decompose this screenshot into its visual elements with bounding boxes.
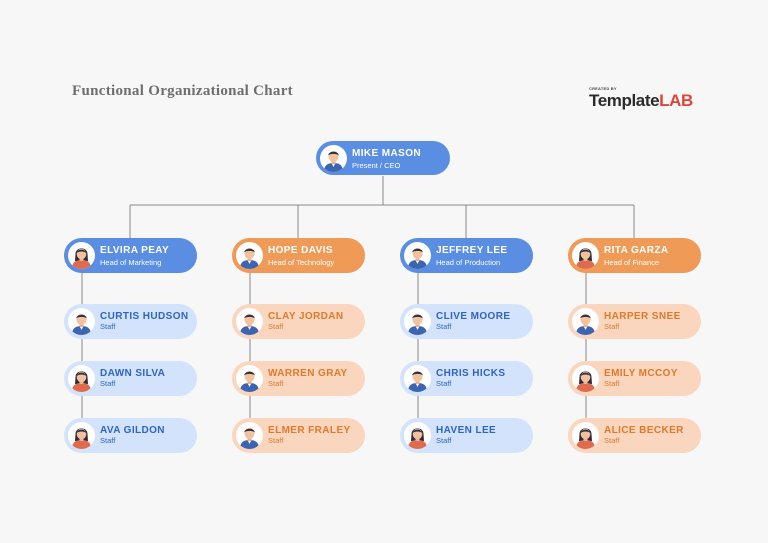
staff-name: HAVEN LEE	[436, 425, 497, 436]
chart-title: Functional Organizational Chart	[72, 83, 293, 99]
department-head-4[interactable]: RITA GARZA Head of Finance	[568, 238, 701, 273]
man-avatar-icon	[236, 422, 263, 449]
woman-avatar-icon	[572, 422, 599, 449]
staff-role: Staff	[604, 436, 620, 445]
ceo-name: MIKE MASON	[352, 148, 421, 159]
staff-name: CURTIS HUDSON	[100, 311, 189, 322]
man-avatar-icon	[404, 365, 431, 392]
staff-name: DAWN SILVA	[100, 368, 166, 379]
woman-avatar-icon	[572, 365, 599, 392]
staff-role: Staff	[604, 322, 620, 331]
department-head-2[interactable]: HOPE DAVIS Head of Technology	[232, 238, 365, 273]
logo-wordmark: TemplateLAB	[589, 91, 693, 110]
man-avatar-icon	[236, 242, 263, 269]
woman-avatar-icon	[68, 242, 95, 269]
logo-created-by: CREATED BY	[589, 86, 617, 91]
staff-name: ELMER FRALEY	[268, 425, 351, 436]
templatelab-logo: CREATED BY TemplateLAB	[589, 86, 693, 111]
staff-name: CHRIS HICKS	[436, 368, 506, 379]
man-avatar-icon	[320, 145, 347, 172]
woman-avatar-icon	[68, 422, 95, 449]
woman-avatar-icon	[68, 365, 95, 392]
man-avatar-icon	[572, 308, 599, 335]
department-head-name: JEFFREY LEE	[436, 245, 508, 256]
department-head-role: Head of Finance	[604, 258, 660, 267]
department-head-role: Head of Marketing	[100, 258, 162, 267]
staff-name: CLAY JORDAN	[268, 311, 344, 322]
staff-role: Staff	[268, 322, 284, 331]
man-avatar-icon	[404, 308, 431, 335]
staff-role: Staff	[268, 379, 284, 388]
woman-avatar-icon	[572, 242, 599, 269]
department-head-role: Head of Technology	[268, 258, 335, 267]
department-head-1[interactable]: ELVIRA PEAY Head of Marketing	[64, 238, 197, 273]
woman-avatar-icon	[404, 422, 431, 449]
staff-role: Staff	[436, 379, 452, 388]
staff-role: Staff	[604, 379, 620, 388]
staff-role: Staff	[436, 322, 452, 331]
staff-name: CLIVE MOORE	[436, 311, 511, 322]
man-avatar-icon	[236, 365, 263, 392]
staff-role: Staff	[436, 436, 452, 445]
ceo-node[interactable]: MIKE MASON Present / CEO	[316, 141, 450, 175]
staff-role: Staff	[100, 379, 116, 388]
ceo-role: Present / CEO	[352, 161, 401, 170]
department-head-3[interactable]: JEFFREY LEE Head of Production	[400, 238, 533, 273]
staff-role: Staff	[100, 436, 116, 445]
staff-name: HARPER SNEE	[604, 311, 681, 322]
man-avatar-icon	[68, 308, 95, 335]
staff-role: Staff	[100, 322, 116, 331]
staff-name: AVA GILDON	[100, 425, 165, 436]
staff-role: Staff	[268, 436, 284, 445]
department-head-name: ELVIRA PEAY	[100, 245, 170, 256]
staff-name: ALICE BECKER	[604, 425, 684, 436]
staff-name: EMILY MCCOY	[604, 368, 678, 379]
department-head-name: HOPE DAVIS	[268, 245, 333, 256]
department-head-name: RITA GARZA	[604, 245, 669, 256]
department-head-role: Head of Production	[436, 258, 501, 267]
staff-name: WARREN GRAY	[268, 368, 348, 379]
man-avatar-icon	[236, 308, 263, 335]
man-avatar-icon	[404, 242, 431, 269]
